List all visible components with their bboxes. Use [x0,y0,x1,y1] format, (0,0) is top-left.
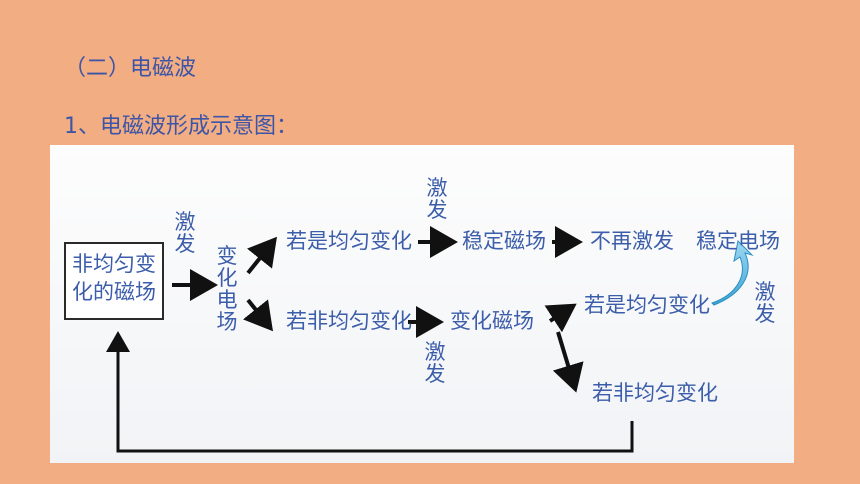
arrow-to-nonuniform-right [552,331,584,393]
diagram-subtitle: 1、电磁波形成示意图： [64,114,298,139]
no-more-excite-label: 不再激发 [590,229,674,253]
start-box: 非均匀变 化的磁场 [64,242,164,320]
arrow-to-nonuniform-bottom [243,298,273,332]
changing-magnetic-field-label: 变化磁场 [450,309,534,333]
nonuniform-change-label-middle: 若非均匀变化 [286,309,412,333]
stable-electric-field-label: 稳定电场 [696,229,780,253]
arrow-to-uniform-right [544,303,577,333]
uniform-change-label-right: 若是均匀变化 [584,293,710,317]
start-line-1: 非均匀变 [72,252,156,276]
uniform-change-label-top: 若是均匀变化 [286,229,412,253]
excite-label-4: 激发 [754,280,776,327]
changing-electric-field-label: 变化电场 [216,244,238,335]
section-heading: （二）电磁波 [64,56,197,81]
excite-label-1: 激发 [174,210,196,257]
diagram-panel: 非均匀变 化的磁场 激发 变化电场 若是均匀变化 若非均匀变化 激发 稳定磁场 … [50,145,794,463]
nonuniform-change-label-right: 若非均匀变化 [592,381,718,405]
stable-magnetic-field-label: 稳定磁场 [462,229,546,253]
excite-label-2: 激发 [426,176,448,223]
arrow-to-uniform-top [246,236,277,275]
swirl-arrow-icon [711,239,754,306]
start-line-2: 化的磁场 [72,280,156,305]
excite-label-3: 激发 [424,340,446,387]
diagram-arrows [106,226,754,453]
feedback-loop-line [106,331,634,453]
